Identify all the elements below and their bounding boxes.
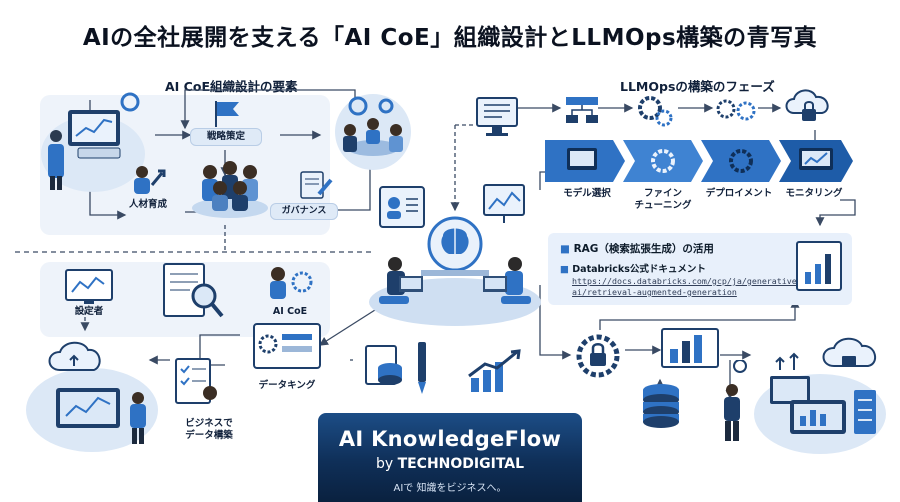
- flowchart-icon: [566, 97, 598, 123]
- server-doc-icon: [365, 345, 402, 385]
- databricks-doc-link-line2[interactable]: ai/retrieval-augmented-generation: [572, 287, 737, 297]
- checklist-icon: [175, 358, 217, 404]
- rag-chart-icon: [796, 241, 842, 291]
- phase-label-deployment: デプロイメント: [705, 188, 773, 199]
- team-illustration: [192, 161, 268, 218]
- deploy-gears-icon: [716, 99, 756, 121]
- rag-bullet-2: ■ Databricks公式ドキュメント: [560, 264, 706, 275]
- cloud-upload-workstation: [26, 341, 158, 452]
- right-section-heading: LLMOpsの構築のフェーズ: [620, 79, 775, 94]
- designer-label: 設定者: [74, 306, 104, 317]
- pen-icon: [418, 342, 426, 394]
- biz-data-label: ビジネスで データ構築: [185, 418, 233, 441]
- analyst-laptop-illustration: [41, 92, 145, 192]
- governance-label: ガバナンス: [270, 203, 338, 220]
- document-search-icon: [163, 263, 224, 318]
- brand-banner: AI KnowledgeFlow by TECHNODIGITAL AIで 知識…: [318, 413, 582, 502]
- phase-chevrons: [545, 140, 853, 182]
- talent-label: 人材育成: [128, 199, 167, 210]
- meeting-illustration: [335, 94, 411, 170]
- databricks-doc-link-line1[interactable]: https://docs.databricks.com/gcp/ja/gener…: [572, 276, 802, 286]
- talent-growth-icon: [134, 166, 166, 194]
- growth-chart-icon: [468, 349, 521, 392]
- flag-icon: [215, 101, 239, 127]
- strategy-label: 戦略策定: [190, 128, 262, 146]
- brand-by: by: [375, 456, 394, 472]
- designer-monitor-icon: [65, 269, 113, 304]
- brand-byline: by TECHNODIGITAL: [318, 456, 582, 472]
- central-ai-team-illustration: [369, 216, 541, 326]
- governance-icon: [300, 171, 333, 199]
- security-lock-gear-icon: [576, 334, 620, 378]
- cloud-lock-icon: [785, 89, 829, 121]
- chart-board-icon: [483, 184, 525, 223]
- page-title: AIの全社展開を支える「AI CoE」組織設計とLLMOps構築の青写真: [82, 25, 818, 51]
- brand-name: AI KnowledgeFlow: [338, 427, 562, 451]
- brand-company: TECHNODIGITAL: [397, 456, 525, 472]
- monitor-doc-icon: [476, 97, 518, 136]
- data-king-label: データキング: [258, 380, 316, 391]
- data-king-dashboard-icon: [253, 323, 321, 369]
- finance-person-icon: [724, 360, 747, 441]
- phase-label-fine-tuning: ファイン チューニング: [634, 188, 692, 211]
- rag-title: RAG（検索拡張生成）の活用: [573, 243, 714, 255]
- rag-bullet-1: ■ RAG（検索拡張生成）の活用: [560, 243, 714, 255]
- brand-tagline: AIで 知識をビジネスへ。: [393, 483, 507, 494]
- aicoe-person-icon: [270, 267, 313, 299]
- phase-label-monitoring: モニタリング: [785, 188, 843, 199]
- aicoe-label: AI CoE: [272, 306, 308, 317]
- phase-label-model-selection: モデル選択: [563, 188, 611, 199]
- profile-card-icon: [379, 186, 425, 228]
- database-stack-icon: [643, 384, 679, 428]
- bar-report-icon: [661, 328, 719, 368]
- gears-icon: [638, 96, 673, 127]
- cloud-server-workstation: [754, 337, 886, 454]
- databricks-doc-label: Databricks公式ドキュメント: [572, 264, 706, 275]
